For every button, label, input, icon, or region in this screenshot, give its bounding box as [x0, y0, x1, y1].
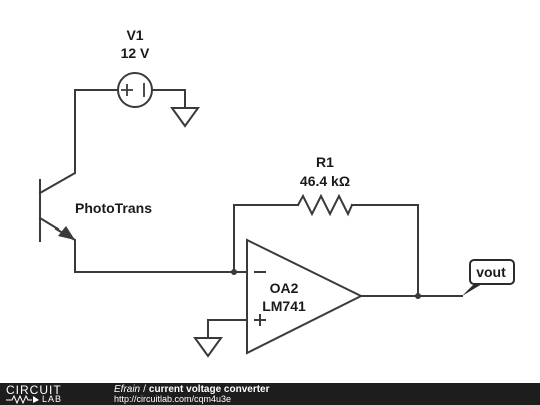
author-link[interactable]: Efrain: [114, 384, 141, 395]
voltage-source-plus-icon: [121, 84, 133, 96]
opamp-triangle: [246, 238, 364, 355]
output-net-tag[interactable]: [462, 259, 515, 296]
wire-v1-to-ground: [152, 89, 186, 109]
circuitlab-logo: CIRCUIT LAB: [6, 384, 90, 404]
ground-icon-v1: [170, 107, 200, 128]
opamp-oa2[interactable]: [246, 238, 364, 355]
noninverting-input-plus-icon: [254, 314, 266, 326]
wire-feedback-right: [351, 204, 419, 297]
phototransistor-emitter-arrow-icon: [58, 226, 75, 240]
r1-name-label: R1: [316, 154, 334, 170]
footer-bar: CIRCUIT LAB Efrain/current voltage conve…: [0, 383, 540, 405]
wire-feedback-left: [233, 204, 299, 273]
output-label: vout: [476, 264, 506, 280]
phototransistor-emitter-line: [38, 216, 60, 231]
wire-transistor-to-inverting: [54, 227, 248, 273]
wire-v1-to-transistor: [38, 89, 119, 195]
meta-separator: /: [143, 384, 146, 395]
r1-value-label: 46.4 kΩ: [300, 173, 350, 189]
junction-dot-inverting: [231, 269, 237, 275]
ground-icon-opamp: [193, 337, 223, 358]
resistor-zigzag: [296, 193, 354, 217]
circuit-schematic: V1 12 V PhotoTrans R1 46.4 kΩ OA2 LM741 …: [38, 27, 515, 358]
wire-noninverting-to-ground: [207, 319, 248, 339]
phototransistor[interactable]: [38, 179, 75, 242]
voltage-source-v1[interactable]: [117, 72, 153, 108]
resistor-r1[interactable]: [296, 193, 354, 217]
circuit-meta: Efrain/current voltage converter: [114, 385, 270, 395]
voltage-source-circle: [117, 72, 153, 108]
phototransistor-label: PhotoTrans: [75, 200, 152, 216]
opamp-name-label: OA2: [270, 280, 299, 296]
opamp-model-label: LM741: [262, 298, 306, 314]
circuit-title: current voltage converter: [148, 384, 270, 395]
circuit-url-link[interactable]: http://circuitlab.com/cqm4u3e: [114, 394, 232, 404]
v1-name-label: V1: [126, 27, 143, 43]
junction-dot-output: [415, 293, 421, 299]
logo-bottom-text: LAB: [42, 394, 63, 404]
logo-top-text: CIRCUIT: [6, 383, 62, 397]
logo-resistor-icon: [6, 395, 39, 404]
output-tag-label-box: [469, 259, 515, 285]
v1-value-label: 12 V: [121, 45, 150, 61]
